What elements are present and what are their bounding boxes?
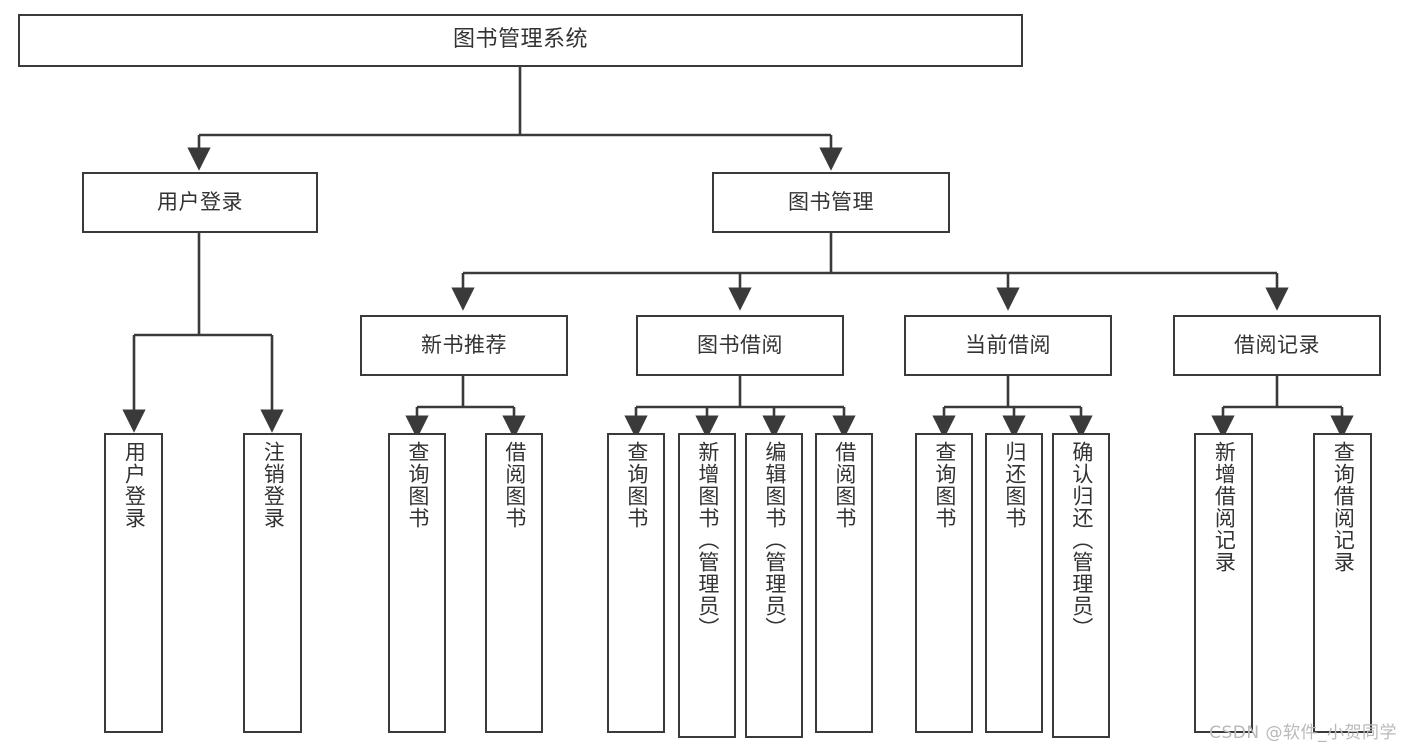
node-leaf-add-book-label: 新增图书（管理员）	[695, 441, 720, 639]
node-leaf-borrow-book-1[interactable]: 借阅图书	[485, 433, 543, 733]
node-new-book-recommend[interactable]: 新书推荐	[360, 315, 568, 376]
node-leaf-add-book[interactable]: 新增图书（管理员）	[678, 433, 736, 738]
node-book-borrow[interactable]: 图书借阅	[636, 315, 844, 376]
node-leaf-add-record[interactable]: 新增借阅记录	[1194, 433, 1253, 733]
node-leaf-confirm-return[interactable]: 确认归还（管理员）	[1052, 433, 1110, 738]
node-leaf-query-record-label: 查询借阅记录	[1331, 441, 1356, 573]
node-book-management-label: 图书管理	[788, 189, 874, 214]
node-leaf-logout-label: 注销登录	[261, 441, 286, 529]
node-leaf-borrow-book-1-label: 借阅图书	[502, 441, 527, 529]
node-root-label: 图书管理系统	[452, 27, 588, 53]
node-leaf-edit-book-label: 编辑图书（管理员）	[762, 441, 787, 639]
node-borrow-record-label: 借阅记录	[1234, 332, 1320, 357]
node-new-book-recommend-label: 新书推荐	[421, 332, 507, 357]
node-book-management[interactable]: 图书管理	[712, 172, 950, 233]
node-leaf-return-book[interactable]: 归还图书	[985, 433, 1043, 733]
node-leaf-add-record-label: 新增借阅记录	[1212, 441, 1237, 573]
node-leaf-query-book-2[interactable]: 查询图书	[607, 433, 665, 733]
node-user-login-label: 用户登录	[157, 189, 243, 214]
node-leaf-query-book-3-label: 查询图书	[932, 441, 957, 529]
node-book-borrow-label: 图书借阅	[697, 332, 783, 357]
node-leaf-query-record[interactable]: 查询借阅记录	[1313, 433, 1372, 733]
node-leaf-query-book-1-label: 查询图书	[405, 441, 430, 529]
node-current-borrow-label: 当前借阅	[965, 332, 1051, 357]
node-leaf-edit-book[interactable]: 编辑图书（管理员）	[745, 433, 803, 738]
node-leaf-borrow-book-2-label: 借阅图书	[832, 441, 857, 529]
node-leaf-query-book-1[interactable]: 查询图书	[388, 433, 446, 733]
node-leaf-query-book-2-label: 查询图书	[624, 441, 649, 529]
node-leaf-confirm-return-label: 确认归还（管理员）	[1069, 441, 1094, 639]
node-leaf-borrow-book-2[interactable]: 借阅图书	[815, 433, 873, 733]
node-leaf-query-book-3[interactable]: 查询图书	[915, 433, 973, 733]
node-leaf-user-login[interactable]: 用户登录	[104, 433, 163, 733]
node-root[interactable]: 图书管理系统	[18, 14, 1023, 67]
node-leaf-return-book-label: 归还图书	[1002, 441, 1027, 529]
node-leaf-logout[interactable]: 注销登录	[243, 433, 302, 733]
node-user-login[interactable]: 用户登录	[82, 172, 318, 233]
node-leaf-user-login-label: 用户登录	[122, 441, 147, 529]
node-current-borrow[interactable]: 当前借阅	[904, 315, 1112, 376]
watermark: CSDN @软件_小贺同学	[1209, 723, 1397, 743]
node-borrow-record[interactable]: 借阅记录	[1173, 315, 1381, 376]
